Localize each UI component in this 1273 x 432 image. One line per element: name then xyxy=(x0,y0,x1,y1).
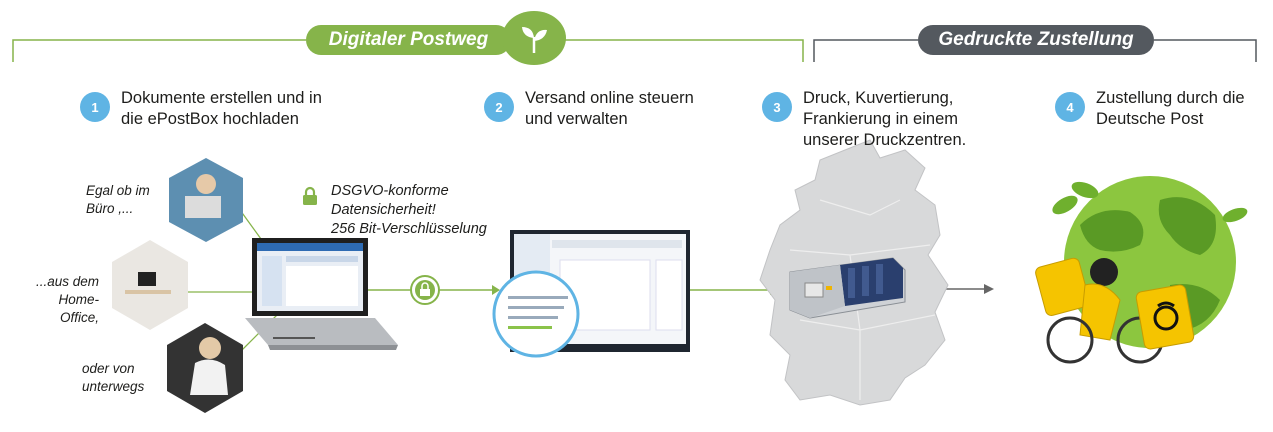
leaf-icon xyxy=(502,11,566,65)
step-3-line-2: Frankierung in einem xyxy=(803,110,958,128)
padlock-icon xyxy=(302,186,318,211)
step-1-text: Dokumente erstellen und in die ePostBox … xyxy=(121,88,322,130)
hexagon-office-photo xyxy=(169,158,243,242)
security-line-2: Datensicherheit! xyxy=(331,202,436,218)
padlock-circle-icon xyxy=(410,275,440,305)
digital-postweg-banner: Digitaler Postweg xyxy=(306,25,511,55)
security-line-3: 256 Bit-Verschlüsselung xyxy=(331,221,487,237)
home-office-label: ...aus dem Home-Office, xyxy=(27,273,99,327)
printing-machine xyxy=(789,257,906,319)
step-3-number: 3 xyxy=(762,92,792,122)
hexagon-home-photo xyxy=(112,240,188,330)
post-horn-icon xyxy=(1153,305,1179,331)
printed-bracket-line xyxy=(813,39,1257,62)
office-label: Egal ob im Büro ,... xyxy=(86,182,150,218)
step-2-line-1: Versand online steuern xyxy=(525,89,694,107)
step-3-text: Druck, Kuvertierung, Frankierung in eine… xyxy=(803,88,966,151)
portal-screenshot xyxy=(492,230,690,358)
step-3-line-1: Druck, Kuvertierung, xyxy=(803,89,954,107)
digital-banner-label: Digitaler Postweg xyxy=(328,29,489,50)
step-1-number: 1 xyxy=(80,92,110,122)
mobile-label-line-2: unterwegs xyxy=(82,379,145,394)
mobile-label: oder von unterwegs xyxy=(82,360,144,396)
security-line-1: DSGVO-konforme xyxy=(331,183,449,199)
postman-illustration xyxy=(1035,257,1195,364)
step-4-line-2: Deutsche Post xyxy=(1096,110,1204,128)
step-2-line-2: und verwalten xyxy=(525,110,628,128)
step-4-line-1: Zustellung durch die xyxy=(1096,89,1245,107)
step-1-line-2: die ePostBox hochladen xyxy=(121,110,299,128)
office-label-line-1: Egal ob im xyxy=(86,183,150,198)
mobile-label-line-1: oder von xyxy=(82,361,135,376)
hexagon-mobile-photo xyxy=(167,323,243,413)
step-2-text: Versand online steuern und verwalten xyxy=(525,88,694,130)
printed-banner-label: Gedruckte Zustellung xyxy=(938,29,1134,50)
step-4-text: Zustellung durch die Deutsche Post xyxy=(1096,88,1245,130)
home-label-line-2: Home-Office, xyxy=(58,292,99,325)
office-label-line-2: Büro ,... xyxy=(86,201,134,216)
home-label-line-1: ...aus dem xyxy=(35,274,99,289)
printed-delivery-banner: Gedruckte Zustellung xyxy=(918,25,1154,55)
step-1-line-1: Dokumente erstellen und in xyxy=(121,89,322,107)
security-note: DSGVO-konforme Datensicherheit! 256 Bit-… xyxy=(331,182,487,239)
step-2-number: 2 xyxy=(484,92,514,122)
step-3-line-3: unserer Druckzentren. xyxy=(803,131,967,149)
laptop-illustration xyxy=(245,238,398,350)
step-4-number: 4 xyxy=(1055,92,1085,122)
